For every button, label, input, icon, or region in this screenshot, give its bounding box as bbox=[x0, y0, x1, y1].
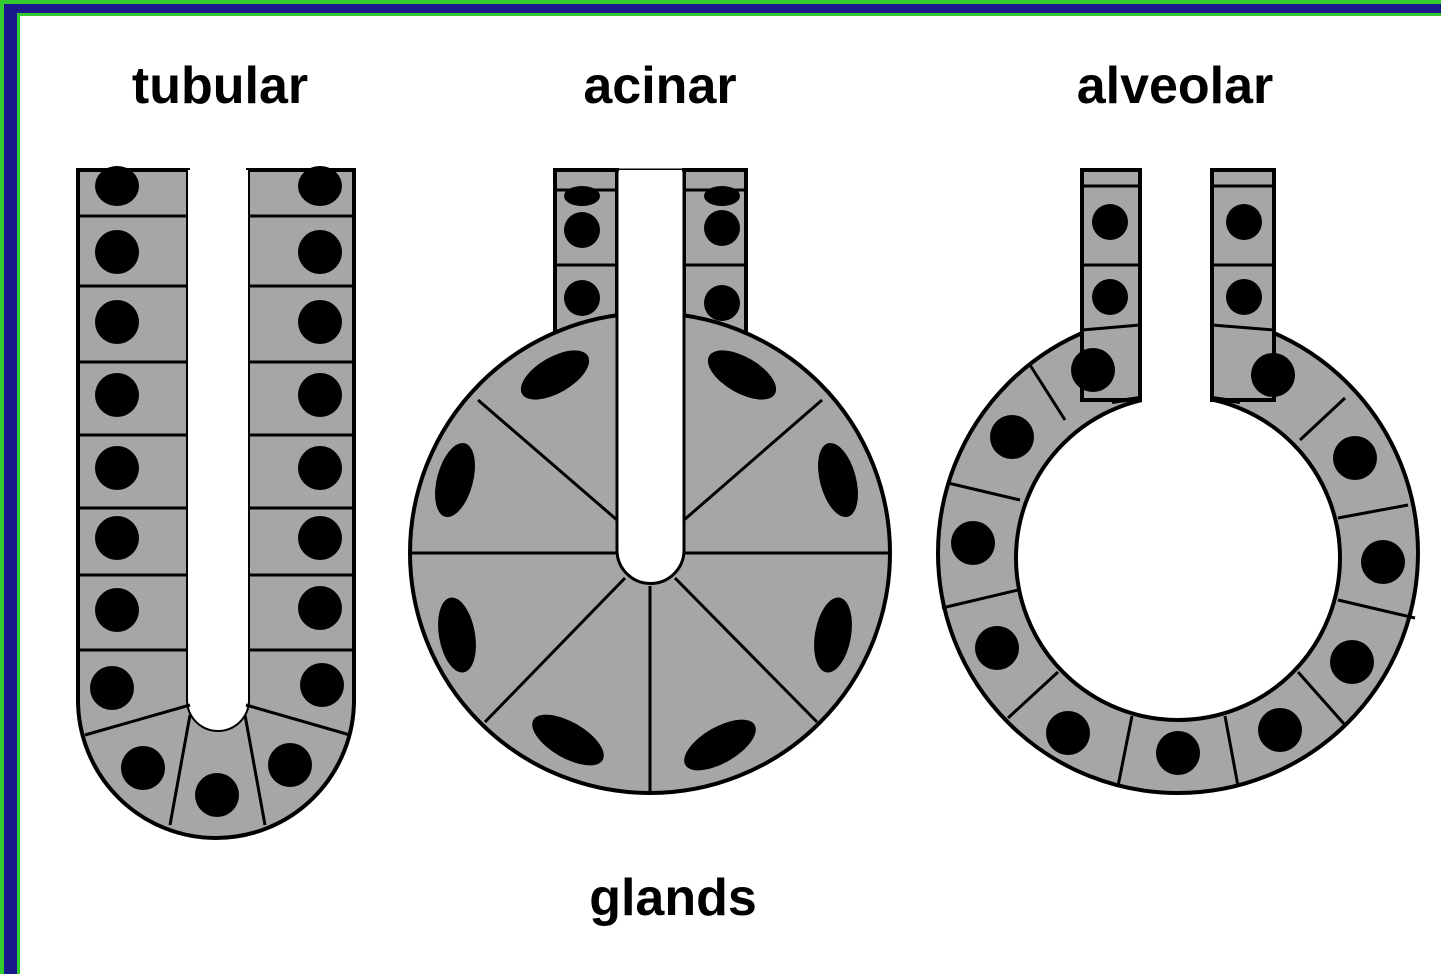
alveolar-lumen bbox=[1016, 396, 1340, 720]
alveolar-gland bbox=[938, 170, 1418, 793]
tubular-gland bbox=[78, 166, 354, 838]
tubular-lumen bbox=[188, 170, 248, 730]
acinar-gland bbox=[410, 170, 890, 793]
